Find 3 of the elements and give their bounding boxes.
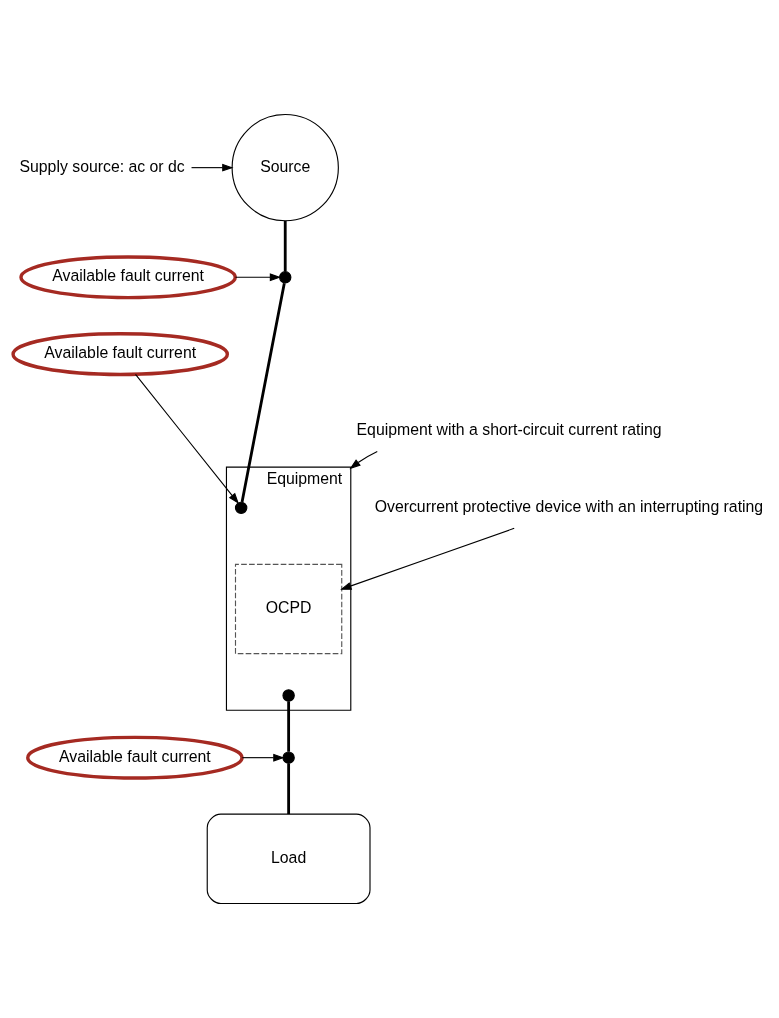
- node-text: Equipment with a short-circuit current rating: [356, 421, 662, 439]
- node-text: Supply source: ac or dc: [19, 157, 185, 175]
- node-text: Overcurrent protective device with an interrupting rating: [374, 498, 764, 516]
